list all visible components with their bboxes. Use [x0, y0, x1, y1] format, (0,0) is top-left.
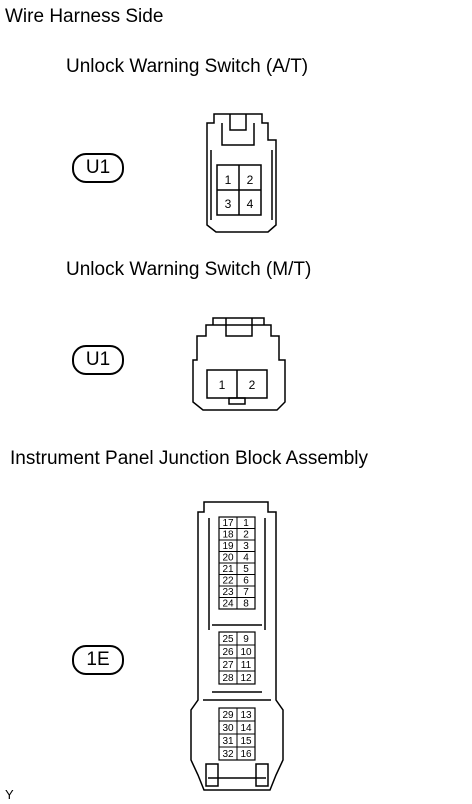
pin-label: 17: [222, 518, 234, 529]
pin-label: 7: [243, 587, 249, 598]
pin-label: 29: [222, 710, 234, 721]
pin-label: 2: [247, 173, 254, 187]
pin-label: 30: [222, 723, 234, 734]
pin-label: 3: [243, 541, 249, 552]
pin-label: 9: [243, 634, 249, 645]
pin-label: 12: [240, 673, 252, 684]
connector-title-junction-block: Instrument Panel Junction Block Assembly: [10, 448, 369, 469]
pin-label: 16: [240, 749, 252, 760]
pin-label: 27: [222, 660, 234, 671]
connector-code-badge-at: U1: [72, 153, 124, 183]
pin-label: 5: [243, 564, 249, 575]
pin-label: 8: [243, 598, 249, 609]
pin-label: 22: [222, 575, 234, 586]
pin-label: 6: [243, 575, 249, 586]
footer-mark: Y: [5, 787, 14, 802]
pin-label: 26: [222, 647, 234, 658]
pin-label: 11: [241, 660, 252, 671]
connector-title-at: Unlock Warning Switch (A/T): [66, 56, 309, 77]
pin-label: 14: [240, 723, 252, 734]
pin-label: 28: [222, 673, 234, 684]
pin-label: 4: [243, 552, 249, 563]
pin-label: 18: [222, 529, 234, 540]
pin-label: 2: [249, 378, 256, 392]
pin-label: 10: [240, 647, 252, 658]
pin-label: 1: [243, 518, 249, 529]
pin-label: 2: [243, 529, 249, 540]
pin-label: 32: [222, 749, 234, 760]
connector-code-badge-junction-block: 1E: [72, 645, 124, 675]
connector-code-badge-mt: U1: [72, 345, 124, 375]
pin-label: 3: [225, 197, 232, 211]
diagram-header: Wire Harness Side: [5, 6, 164, 27]
pin-label: 24: [222, 598, 234, 609]
pin-label: 4: [247, 197, 254, 211]
pin-label: 1: [225, 173, 232, 187]
connector-title-mt: Unlock Warning Switch (M/T): [66, 259, 312, 280]
pin-label: 15: [240, 736, 252, 747]
pin-label: 31: [222, 736, 234, 747]
pin-label: 1: [219, 378, 226, 392]
pin-label: 23: [222, 587, 234, 598]
connector-at-shape: [206, 113, 277, 233]
pin-label: 25: [222, 634, 234, 645]
connector-mt-shape: [192, 317, 286, 411]
pin-label: 19: [222, 541, 234, 552]
pin-label: 21: [222, 564, 234, 575]
pin-grid-junction-block: [218, 516, 256, 761]
pin-label: 13: [240, 710, 252, 721]
connector-junction-block-shape: [190, 501, 284, 791]
pin-label: 20: [222, 552, 234, 563]
